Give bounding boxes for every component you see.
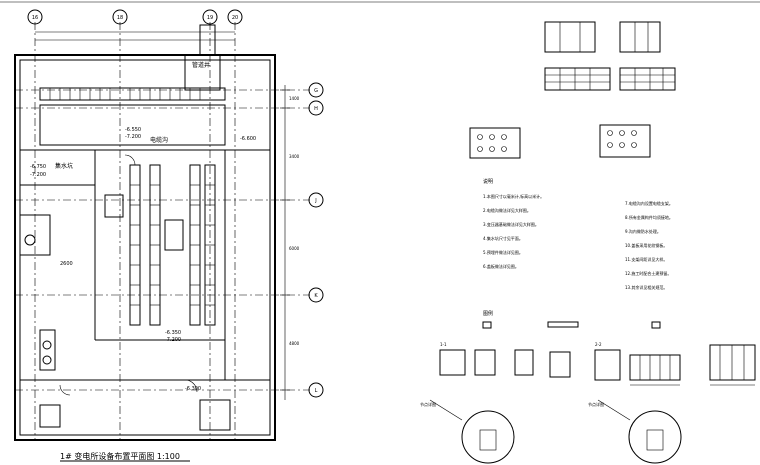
node-detail-circle-b xyxy=(628,410,682,464)
base-plate-a xyxy=(469,127,521,159)
dim-2600-label: 2600 xyxy=(60,261,73,267)
grid-label-20: 20 xyxy=(232,15,238,21)
node-detail-circle-a xyxy=(461,410,515,464)
cable-trench-label: 电缆沟 xyxy=(150,136,168,144)
notes-right-5: 11.支架间距详见大样。 xyxy=(625,256,667,262)
notes-heading: 说明 xyxy=(483,178,493,185)
grid-label-16: 16 xyxy=(32,15,38,21)
elev-mid-a-label: -6.550 xyxy=(125,127,141,133)
grid-label-j: J xyxy=(314,198,316,204)
notes-right-3: 9.沟内做防水处理。 xyxy=(625,228,661,234)
grid-bubble-20 xyxy=(227,9,243,25)
grid-label-h: H xyxy=(314,106,318,112)
grid-label-l: L xyxy=(315,388,318,394)
grid-bubble-19 xyxy=(202,9,218,25)
node-detail-label-a: 节点详图 xyxy=(420,401,436,407)
grid-label-19: 19 xyxy=(207,15,213,21)
grid-bubble-k xyxy=(308,287,324,303)
elev-left-b-label: -7.200 xyxy=(30,172,46,178)
grid-bubbles-right xyxy=(308,82,324,398)
legend-symbol-b xyxy=(547,321,579,328)
detail-section-4 xyxy=(549,351,571,378)
elev-left-a-label: -6.750 xyxy=(30,164,46,170)
detail-section-3 xyxy=(514,349,534,376)
dim-4800-label: 4800 xyxy=(289,341,300,346)
grid-bubble-16 xyxy=(27,9,43,25)
grid-label-g: G xyxy=(314,88,318,94)
detail-section-6 xyxy=(629,354,681,381)
elev-bottom-b-label: -7.200 xyxy=(165,337,181,343)
notes-item-1: 1.本图尺寸以毫米计,标高以米计。 xyxy=(483,193,544,199)
pipe-well-label: 管道井 xyxy=(192,61,210,69)
elev-bottom-a-label: -6.350 xyxy=(165,330,181,336)
drawing-title: 1# 变电所设备布置平面图 1:100 xyxy=(60,451,180,461)
legend-symbol-c xyxy=(651,321,661,329)
notes-item-2: 2.电缆沟做法详见大样图。 xyxy=(483,207,531,213)
schedule-table-b xyxy=(619,67,676,91)
elev-right-label: -6.600 xyxy=(240,136,256,142)
notes-right-1: 7.电缆沟内设置电缆支架。 xyxy=(625,200,673,206)
dim-1400-label: 1400 xyxy=(289,96,300,101)
schedule-table-a xyxy=(544,67,611,91)
grid-label-18: 18 xyxy=(117,15,123,21)
grid-bubbles-top xyxy=(27,9,243,25)
node-detail-label-b: 节点详图 xyxy=(588,401,604,407)
notes-item-4: 4.集水坑尺寸见平面。 xyxy=(483,235,523,241)
grid-bubble-j xyxy=(308,192,324,208)
notes-item-5: 5.预埋件做法详见图。 xyxy=(483,249,523,255)
detail-label-1: 1-1 xyxy=(440,342,447,347)
section-detail-b xyxy=(619,21,661,53)
detail-section-7 xyxy=(709,344,756,381)
grid-bubble-18 xyxy=(112,9,128,25)
detail-label-2: 2-2 xyxy=(595,342,602,347)
grid-bubble-h xyxy=(308,100,324,116)
dim-3400-label: 3400 xyxy=(289,154,300,159)
notes-right-4: 10.盖板采用花纹钢板。 xyxy=(625,242,667,248)
grid-bubble-g xyxy=(308,82,324,98)
legend-heading: 图例 xyxy=(483,310,493,317)
elev-mid-b-label: -7.200 xyxy=(125,134,141,140)
base-plate-b xyxy=(599,124,651,158)
legend-symbol-a xyxy=(482,321,492,329)
collect-pit-label: 集水坑 xyxy=(55,162,73,170)
notes-right-2: 8.所有金属构件均须接地。 xyxy=(625,214,673,220)
grid-bubble-l xyxy=(308,382,324,398)
dim-6000-label: 6000 xyxy=(289,246,300,251)
notes-item-6: 6.盖板做法详见图。 xyxy=(483,263,519,269)
detail-section-5 xyxy=(594,349,621,381)
section-detail-a xyxy=(544,21,596,53)
notes-right-7: 13.其余详见相关规范。 xyxy=(625,284,667,290)
notes-right-6: 12.施工时配合土建预留。 xyxy=(625,270,671,276)
notes-item-3: 3.变压器基础做法详见大样图。 xyxy=(483,221,539,227)
grid-label-k: K xyxy=(314,293,318,299)
detail-section-1 xyxy=(439,349,466,376)
floor-plan xyxy=(14,22,310,441)
detail-section-2 xyxy=(474,349,496,376)
details-area xyxy=(429,21,756,464)
elev-bottom-label: -6.300 xyxy=(185,386,201,392)
